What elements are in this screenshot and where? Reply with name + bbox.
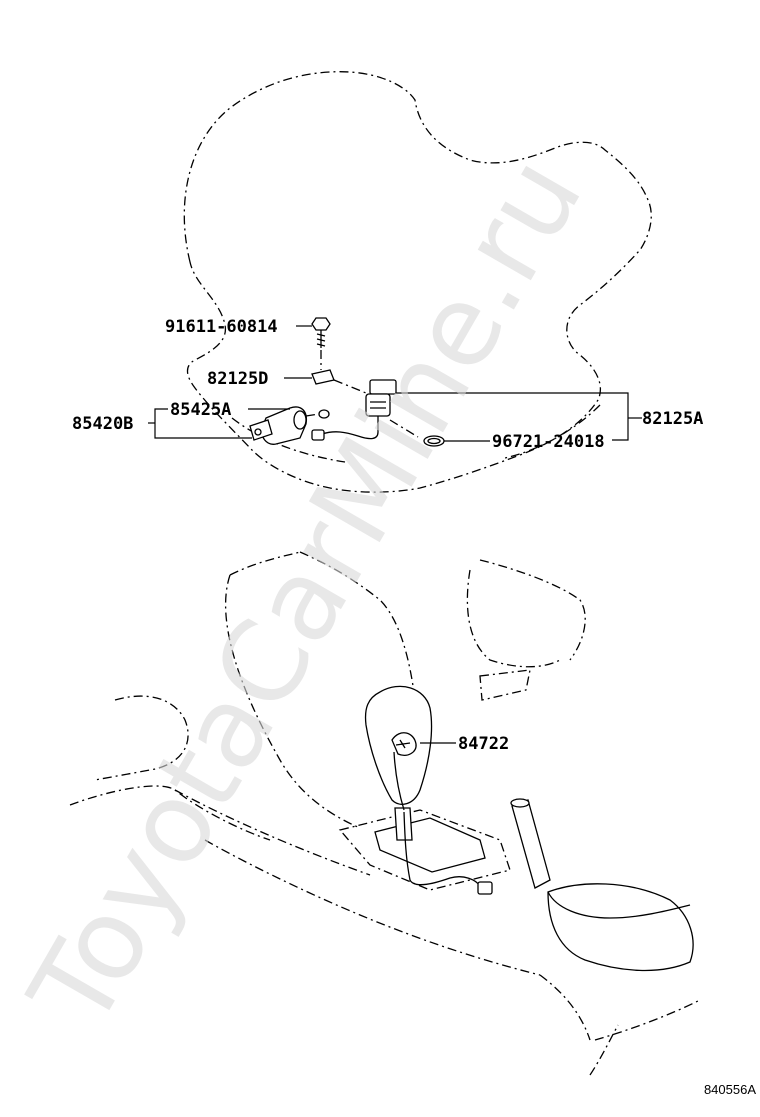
callout-96721-24018: 96721-24018 xyxy=(492,432,605,452)
shift-knob xyxy=(364,685,493,895)
callout-84722: 84722 xyxy=(458,734,509,754)
callout-91611-60814: 91611-60814 xyxy=(165,317,278,337)
shift-gate xyxy=(338,809,511,891)
oring-axis xyxy=(389,419,419,438)
bolt-part xyxy=(311,317,331,348)
callout-82125A: 82125A xyxy=(642,409,703,429)
watermark: ToyotaCarMine.ru xyxy=(5,136,607,1049)
transmission-outline xyxy=(183,71,652,493)
callout-85425A: 85425A xyxy=(170,400,231,420)
console-outline xyxy=(69,551,701,1076)
leader-lines xyxy=(148,325,642,744)
callout-82125D: 82125D xyxy=(207,369,268,389)
parking-brake xyxy=(510,798,694,972)
switch-part xyxy=(249,406,330,445)
callout-85420B: 85420B xyxy=(72,414,133,434)
figure-id: 840556A xyxy=(704,1082,756,1097)
bracket-part xyxy=(311,369,335,385)
connector-part xyxy=(311,379,397,441)
bracket-axis xyxy=(333,379,367,394)
shift-lever xyxy=(394,807,413,841)
oring-part xyxy=(423,435,445,447)
